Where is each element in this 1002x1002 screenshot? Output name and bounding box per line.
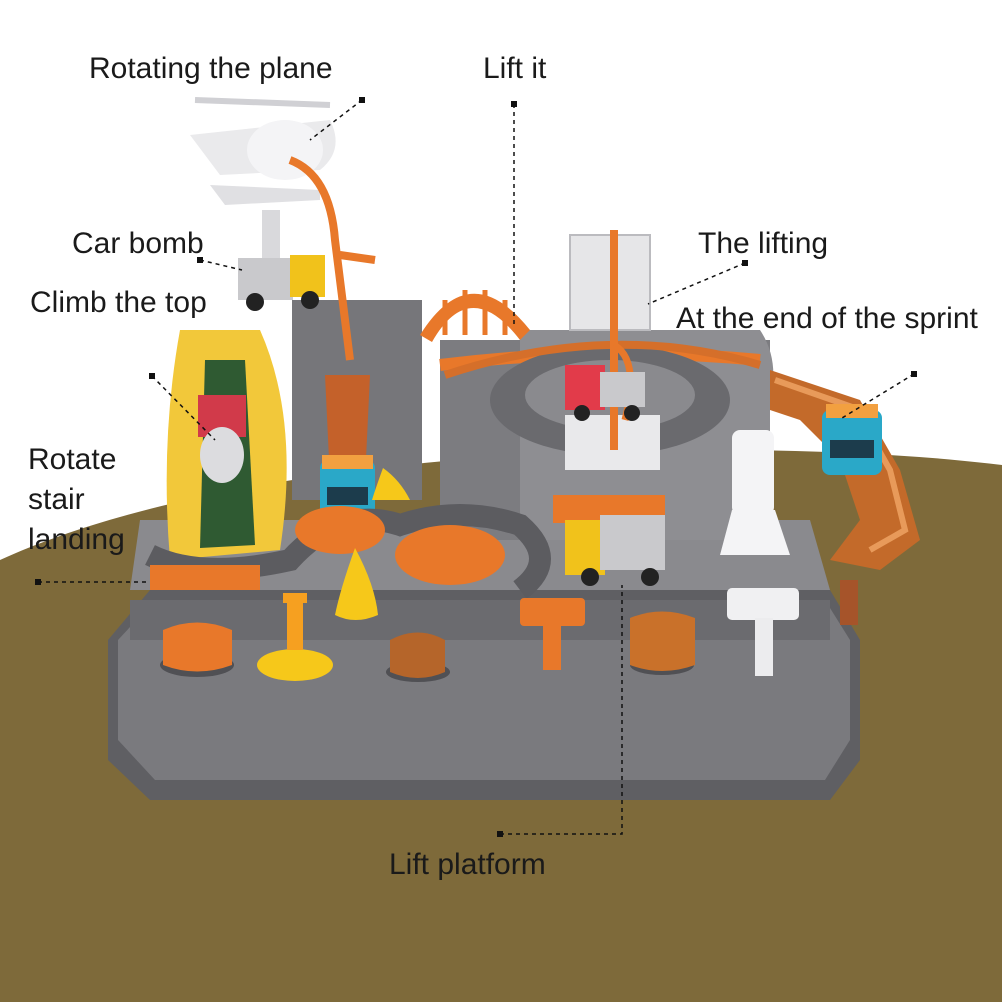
red-truck [565, 365, 645, 421]
label-rotating-the-plane: Rotating the plane [89, 52, 333, 85]
arch-bridge [420, 293, 530, 342]
label-car-bomb: Car bomb [72, 227, 204, 260]
leader-dots [35, 97, 917, 837]
yellow-cone [335, 548, 378, 620]
orange-pipe-2 [339, 251, 376, 264]
car-bomb-truck [238, 255, 325, 311]
front-buttons [160, 588, 799, 682]
arch-bars [442, 290, 508, 335]
plane-tower [190, 97, 336, 270]
white-tower [720, 430, 790, 555]
label-lift-it: Lift it [483, 52, 547, 85]
label-at-the-end-of-the-sprint: At the end of the sprint [676, 302, 978, 335]
leader-lines [38, 99, 915, 835]
pillar [325, 375, 370, 480]
climb-ramp [166, 330, 287, 560]
yellow-cone-2 [372, 468, 410, 500]
label-climb-the-top: Climb the top [30, 286, 207, 319]
orange-pipe [288, 156, 354, 361]
lifting-tower [565, 230, 660, 470]
blue-bus-sprint [822, 404, 882, 475]
label-the-lifting: The lifting [698, 227, 829, 260]
track-loops [145, 504, 551, 599]
lift-platform-truck [553, 495, 665, 586]
label-rotate-stair-landing: Rotate stair landing [28, 443, 125, 556]
label-lift-platform: Lift platform [389, 848, 546, 881]
